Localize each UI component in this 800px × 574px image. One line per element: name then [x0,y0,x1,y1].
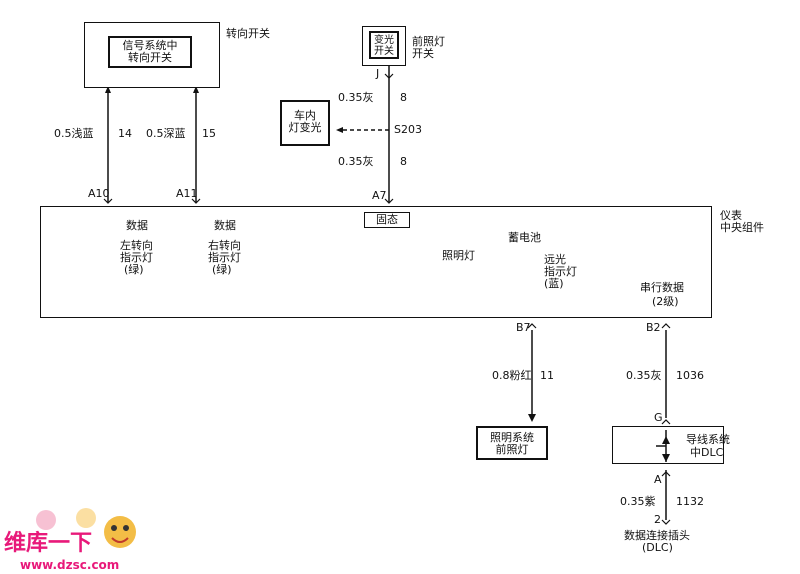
dome-dimmer-box: 车内 灯变光 [280,100,330,146]
headlamp-switch-label2: 开关 [412,47,434,60]
turn-switch-line2: 转向开关 [128,51,172,64]
illum-system-box: 照明系统 前照灯 [476,426,548,460]
fixed-state-box: 固态 [364,212,410,228]
wire-14-color: 0.5浅蓝 [54,127,94,140]
wire-14-number: 14 [118,127,132,140]
wiring-system-l1: 导线系统 [686,433,730,446]
illum-system-line2: 前照灯 [495,443,529,456]
illum-system-line1: 照明系统 [490,431,534,444]
watermark-logo: 维库一下 [4,531,93,556]
wire-8-top-number: 8 [400,91,407,104]
right-indicator-l1: 右转向 [208,239,241,252]
data-right-label: 数据 [214,219,236,232]
pin-b2: B2 [646,321,661,334]
watermark-url: www.dzsc.com [20,558,120,572]
high-beam-l1: 远光 [544,253,566,266]
turn-switch-label: 转向开关 [226,27,270,40]
wire-1132-number: 1132 [676,495,704,508]
pin-j: J [376,67,380,80]
pin-b7: B7 [516,321,531,334]
wire-15-color: 0.5深蓝 [146,127,186,140]
serial-data-l2: (2级) [652,295,679,308]
dome-dimmer-line2: 灯变光 [288,121,322,134]
wire-8-top-color: 0.35灰 [338,91,374,104]
splice-s203: S203 [394,123,422,136]
wiring-system-box [612,426,724,464]
pin-a: A [654,473,662,486]
pin-a10: A10 [88,187,110,200]
battery-label: 蓄电池 [508,231,541,244]
illum-lamp-label: 照明灯 [442,249,475,262]
turn-switch-line1: 信号系统中 [122,39,178,52]
turn-switch-inner: 信号系统中 转向开关 [108,36,192,68]
wire-15-number: 15 [202,127,216,140]
wire-1036-color: 0.35灰 [626,369,662,382]
wire-8-bottom-color: 0.35灰 [338,155,374,168]
headlamp-switch-inner: 变光 开关 [369,31,399,59]
pin-a7: A7 [372,189,387,202]
serial-data-l1: 串行数据 [640,281,684,294]
right-indicator-l2: 指示灯 [208,251,241,264]
wire-11-number: 11 [540,369,554,382]
wiring-system-l2: 中DLC [690,446,724,459]
cluster-label1: 仪表 [720,209,742,222]
wire-1036-number: 1036 [676,369,704,382]
high-beam-l2: 指示灯 [544,265,577,278]
wire-1132-color: 0.35紫 [620,495,656,508]
right-indicator-l3: (绿) [212,263,232,276]
cluster-label2: 中央组件 [720,221,764,234]
pin-g: G [654,411,663,424]
high-beam-l3: (蓝) [544,277,564,290]
dome-dimmer-line1: 车内 [294,109,316,122]
dlc-label2: (DLC) [642,541,673,554]
wire-8-bottom-number: 8 [400,155,407,168]
wire-11-color: 0.8粉红 [492,369,532,382]
pin-a11: A11 [176,187,198,200]
left-indicator-l3: (绿) [124,263,144,276]
dimmer-line1: 变光 [374,35,394,46]
data-left-label: 数据 [126,219,148,232]
left-indicator-l1: 左转向 [120,239,153,252]
dlc-label1: 数据连接插头 [624,529,690,542]
left-indicator-l2: 指示灯 [120,251,153,264]
pin-2: 2 [654,513,661,526]
dimmer-line2: 开关 [374,46,394,57]
headlamp-switch-label1: 前照灯 [412,35,445,48]
